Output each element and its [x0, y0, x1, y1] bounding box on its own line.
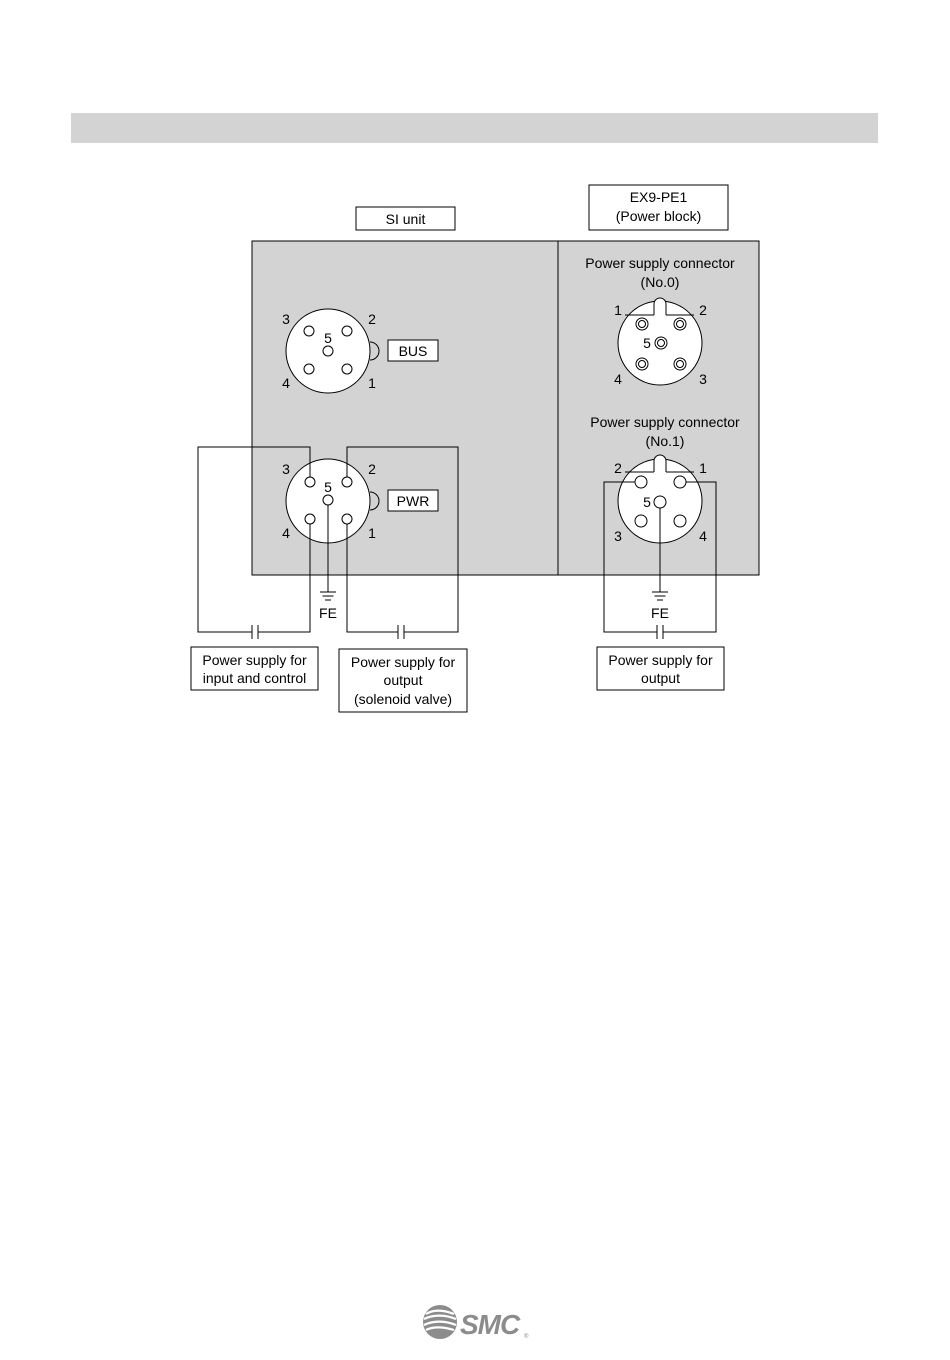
- pc0-pin-1: [636, 318, 648, 330]
- pc0-pin-4-label: 4: [614, 371, 622, 387]
- smc-logo-mark-icon: [423, 1305, 457, 1339]
- pwr-label: PWR: [397, 493, 430, 509]
- power-connector-1-title-line2: (No.1): [646, 433, 685, 449]
- pc0-pin-5: [655, 337, 667, 349]
- pwr-pin-5: [323, 495, 333, 505]
- pc0-pin-4: [636, 358, 648, 370]
- pc1-pin-2-label: 2: [614, 460, 622, 476]
- bus-pin-4: [304, 364, 314, 374]
- pc0-pin-2-label: 2: [699, 302, 707, 318]
- power-block-name: (Power block): [616, 208, 702, 224]
- fe-label-right: FE: [651, 605, 669, 621]
- pc0-pin-3: [674, 358, 686, 370]
- pwr-pin-3-label: 3: [282, 461, 290, 477]
- supply-output-block-line2: output: [641, 670, 680, 686]
- pc0-pin-1-label: 1: [614, 302, 622, 318]
- supply-output-solenoid-line1: Power supply for: [351, 654, 456, 670]
- pwr-pin-3: [305, 477, 315, 487]
- bus-pin-5-label: 5: [324, 330, 332, 346]
- supply-output-solenoid-line3: (solenoid valve): [354, 691, 452, 707]
- pc1-pin-1-label: 1: [699, 460, 707, 476]
- bus-pin-2: [342, 326, 352, 336]
- bus-pin-3: [304, 326, 314, 336]
- pc1-pin-3-label: 3: [614, 528, 622, 544]
- pwr-pin-5-label: 5: [324, 479, 332, 495]
- bus-pin-2-label: 2: [368, 311, 376, 327]
- pc1-pin-5-label: 5: [643, 494, 651, 510]
- pc1-pin-4: [674, 515, 686, 527]
- supply-input-control-line2: input and control: [203, 670, 307, 686]
- pwr-pin-4: [305, 514, 315, 524]
- power-connector-0-title-line2: (No.0): [641, 274, 680, 290]
- pwr-pin-2-label: 2: [368, 461, 376, 477]
- pc0-pin-5-label: 5: [643, 335, 651, 351]
- pc0-pin-3-label: 3: [699, 371, 707, 387]
- supply-input-control-line1: Power supply for: [202, 652, 307, 668]
- bus-pin-3-label: 3: [282, 311, 290, 327]
- power-connector-0-title-line1: Power supply connector: [585, 255, 735, 271]
- pc1-pin-5: [654, 496, 666, 508]
- pc1-pin-3: [635, 515, 647, 527]
- bus-pin-1: [342, 364, 352, 374]
- supply-output-block-line1: Power supply for: [608, 652, 713, 668]
- power-connector-1-title-line1: Power supply connector: [590, 414, 740, 430]
- pc0-pin-2: [674, 318, 686, 330]
- smc-logo-text: SMC: [460, 1309, 521, 1340]
- pwr-pin-4-label: 4: [282, 525, 290, 541]
- bus-pin-1-label: 1: [368, 375, 376, 391]
- bus-pin-5: [323, 346, 333, 356]
- si-unit-label: SI unit: [386, 211, 426, 227]
- pc1-pin-2: [635, 476, 647, 488]
- fe-label-left: FE: [319, 605, 337, 621]
- pwr-pin-1: [342, 514, 352, 524]
- smc-logo: SMC ®: [420, 1300, 540, 1345]
- bus-label: BUS: [399, 343, 428, 359]
- pc1-pin-4-label: 4: [699, 528, 707, 544]
- registered-mark: ®: [524, 1333, 529, 1340]
- supply-output-solenoid-line2: output: [384, 672, 423, 688]
- power-block-model: EX9-PE1: [630, 189, 688, 205]
- pwr-pin-2: [342, 477, 352, 487]
- pc1-pin-1: [674, 476, 686, 488]
- bus-pin-4-label: 4: [282, 375, 290, 391]
- pwr-pin-1-label: 1: [368, 525, 376, 541]
